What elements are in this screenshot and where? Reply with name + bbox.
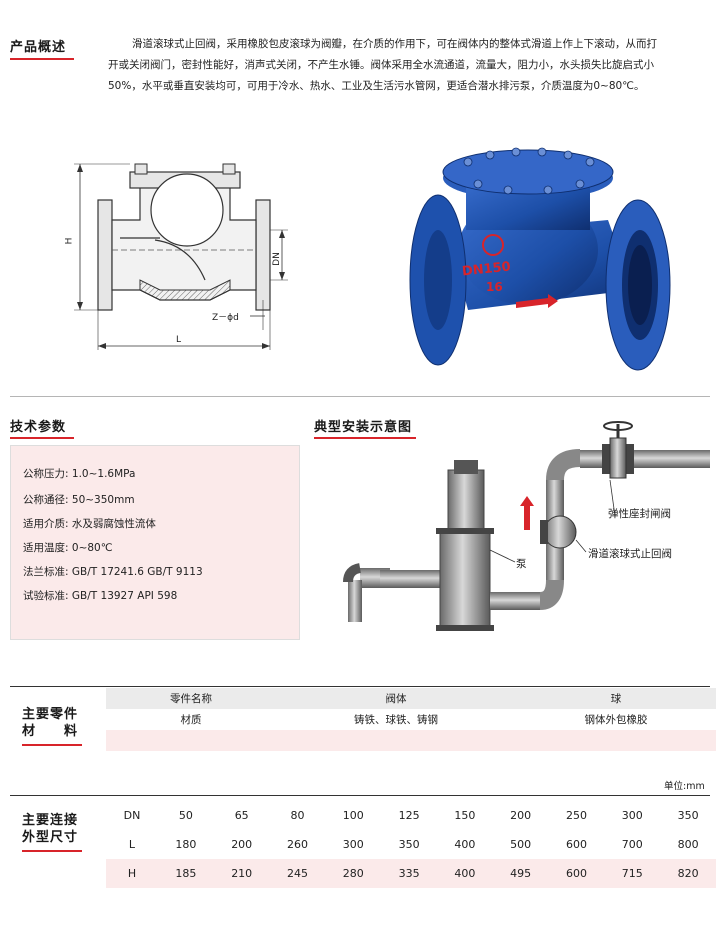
parts-side-label: 主要零件 材 料 — [22, 706, 78, 740]
spec-row-test-standard: 试验标准: GB/T 13927 API 598 — [23, 588, 177, 603]
spec-row-temperature: 适用温度: 0~80℃ — [23, 540, 113, 555]
parts-material-cell: 材质 — [106, 709, 276, 730]
dims-cell: 500 — [492, 830, 549, 859]
dims-cell: 335 — [381, 859, 437, 888]
install-label-pump: 泵 — [516, 558, 527, 570]
spec-value: 0~80℃ — [71, 542, 113, 554]
dims-side-label: 主要连接 外型尺寸 — [22, 812, 78, 846]
install-label-check-valve: 滑道滚球式止回阀 — [588, 548, 672, 560]
spec-row-pressure: 公称压力: 1.0~1.6MPa — [23, 466, 135, 481]
dims-cell: 100 — [325, 801, 382, 830]
drawing-dn-label: DN — [271, 252, 282, 266]
dims-cell: 350 — [660, 801, 716, 830]
dims-cell: 50 — [158, 801, 214, 830]
dims-cell: 280 — [325, 859, 382, 888]
parts-section-divider — [10, 686, 710, 687]
parts-side-label-1: 主要零件 — [22, 707, 79, 722]
valve-pressure-text: 16 — [486, 280, 503, 294]
spec-value: 50~350mm — [71, 494, 135, 506]
dims-section-divider — [10, 795, 710, 796]
install-title-underline — [314, 437, 416, 439]
parts-header-cell: 零件名称 — [106, 688, 276, 709]
tech-title: 技术参数 — [10, 420, 67, 435]
dims-cell: 200 — [213, 830, 270, 859]
tech-title-underline — [10, 437, 74, 439]
parts-header-cell: 球 — [516, 688, 716, 709]
dims-cell: 180 — [158, 830, 214, 859]
dims-cell: 125 — [381, 801, 437, 830]
parts-material-cell: 铸铁、球铁、铸钢 — [276, 709, 516, 730]
dims-cell: 800 — [660, 830, 716, 859]
overview-line: 50%，水平或垂直安装均可，可用于冷水、热水、工业及生活污水管网，更适合潜水排污… — [108, 80, 645, 92]
dims-cell: 350 — [381, 830, 437, 859]
spec-value: GB/T 13927 API 598 — [71, 590, 178, 602]
tech-spec-box: 公称压力: 1.0~1.6MPa 公称通径: 50~350mm 适用介质: 水及… — [10, 445, 300, 640]
overview-line: 滑道滚球式止回阀，采用橡胶包皮滚球为阀瓣，在介质的作用下，可在阀体内的整体式滑道… — [132, 38, 657, 50]
dims-unit: 单位:mm — [664, 781, 705, 792]
dims-row-header: DN — [106, 801, 158, 830]
parts-empty-row — [106, 730, 716, 751]
dims-row-header: H — [106, 859, 158, 888]
dims-side-underline — [22, 850, 82, 852]
dims-cell: 600 — [548, 859, 605, 888]
dims-cell: 80 — [269, 801, 326, 830]
spec-row-flange-standard: 法兰标准: GB/T 17241.6 GB/T 9113 — [23, 564, 203, 579]
parts-table: 零件名称 阀体 球 材质 铸铁、球铁、铸钢 钢体外包橡胶 — [106, 688, 716, 751]
dims-cell: 150 — [436, 801, 493, 830]
dims-cell: 300 — [604, 801, 661, 830]
overview-text: 滑道滚球式止回阀，采用橡胶包皮滚球为阀瓣，在介质的作用下，可在阀体内的整体式滑道… — [108, 34, 708, 97]
spec-label: 适用温度: — [23, 542, 69, 554]
dims-side-label-2: 外型尺寸 — [22, 830, 79, 845]
tech-section-divider — [10, 396, 710, 397]
parts-side-label-2: 材 料 — [22, 724, 79, 739]
spec-value: GB/T 17241.6 GB/T 9113 — [71, 566, 203, 578]
overview-title-underline — [10, 58, 74, 60]
dims-side-label-1: 主要连接 — [22, 813, 79, 828]
spec-value: 水及弱腐蚀性流体 — [71, 518, 156, 530]
spec-label: 公称通径: — [23, 494, 69, 506]
spec-label: 试验标准: — [23, 590, 69, 602]
dims-cell: 700 — [604, 830, 661, 859]
dims-cell: 715 — [604, 859, 661, 888]
overview-line: 开或关闭阀门，密封性能好，消声式关闭，不产生水锤。阀体采用全水流通道，流量大，阻… — [108, 59, 654, 71]
spec-value: 1.0~1.6MPa — [71, 468, 136, 480]
parts-header-row: 零件名称 阀体 球 — [106, 688, 716, 709]
overview-title: 产品概述 — [10, 40, 67, 55]
valve-photo — [409, 147, 671, 371]
spec-label: 公称压力: — [23, 468, 69, 480]
dims-cell: 400 — [436, 830, 493, 859]
parts-material-cell: 钢体外包橡胶 — [516, 709, 716, 730]
parts-material-row: 材质 铸铁、球铁、铸钢 钢体外包橡胶 — [106, 709, 716, 730]
parts-header-cell: 阀体 — [276, 688, 516, 709]
dims-cell: 185 — [158, 859, 214, 888]
dims-cell: 820 — [660, 859, 716, 888]
drawing-l-label: L — [176, 335, 182, 345]
spec-label: 适用介质: — [23, 518, 69, 530]
install-label-gate-valve: 弹性座封闸阀 — [608, 508, 671, 520]
dims-row-header: L — [106, 830, 158, 859]
spec-label: 法兰标准: — [23, 566, 69, 578]
spec-row-medium: 适用介质: 水及弱腐蚀性流体 — [23, 516, 156, 531]
parts-side-underline — [22, 744, 82, 746]
dims-cell: 65 — [213, 801, 270, 830]
dims-cell: 245 — [269, 859, 326, 888]
dims-cell: 210 — [213, 859, 270, 888]
install-title: 典型安装示意图 — [314, 420, 413, 435]
dims-cell: 250 — [548, 801, 605, 830]
drawing-z-label: Z－ϕd — [212, 313, 239, 323]
dims-cell: 495 — [492, 859, 549, 888]
dims-cell: 400 — [436, 859, 493, 888]
dims-cell: 300 — [325, 830, 382, 859]
drawing-h-label: H — [64, 237, 75, 245]
spec-row-diameter: 公称通径: 50~350mm — [23, 492, 135, 507]
dims-cell: 260 — [269, 830, 326, 859]
valve-section-drawing — [74, 163, 288, 350]
dims-cell: 600 — [548, 830, 605, 859]
dims-cell: 200 — [492, 801, 549, 830]
install-diagram — [343, 421, 710, 631]
